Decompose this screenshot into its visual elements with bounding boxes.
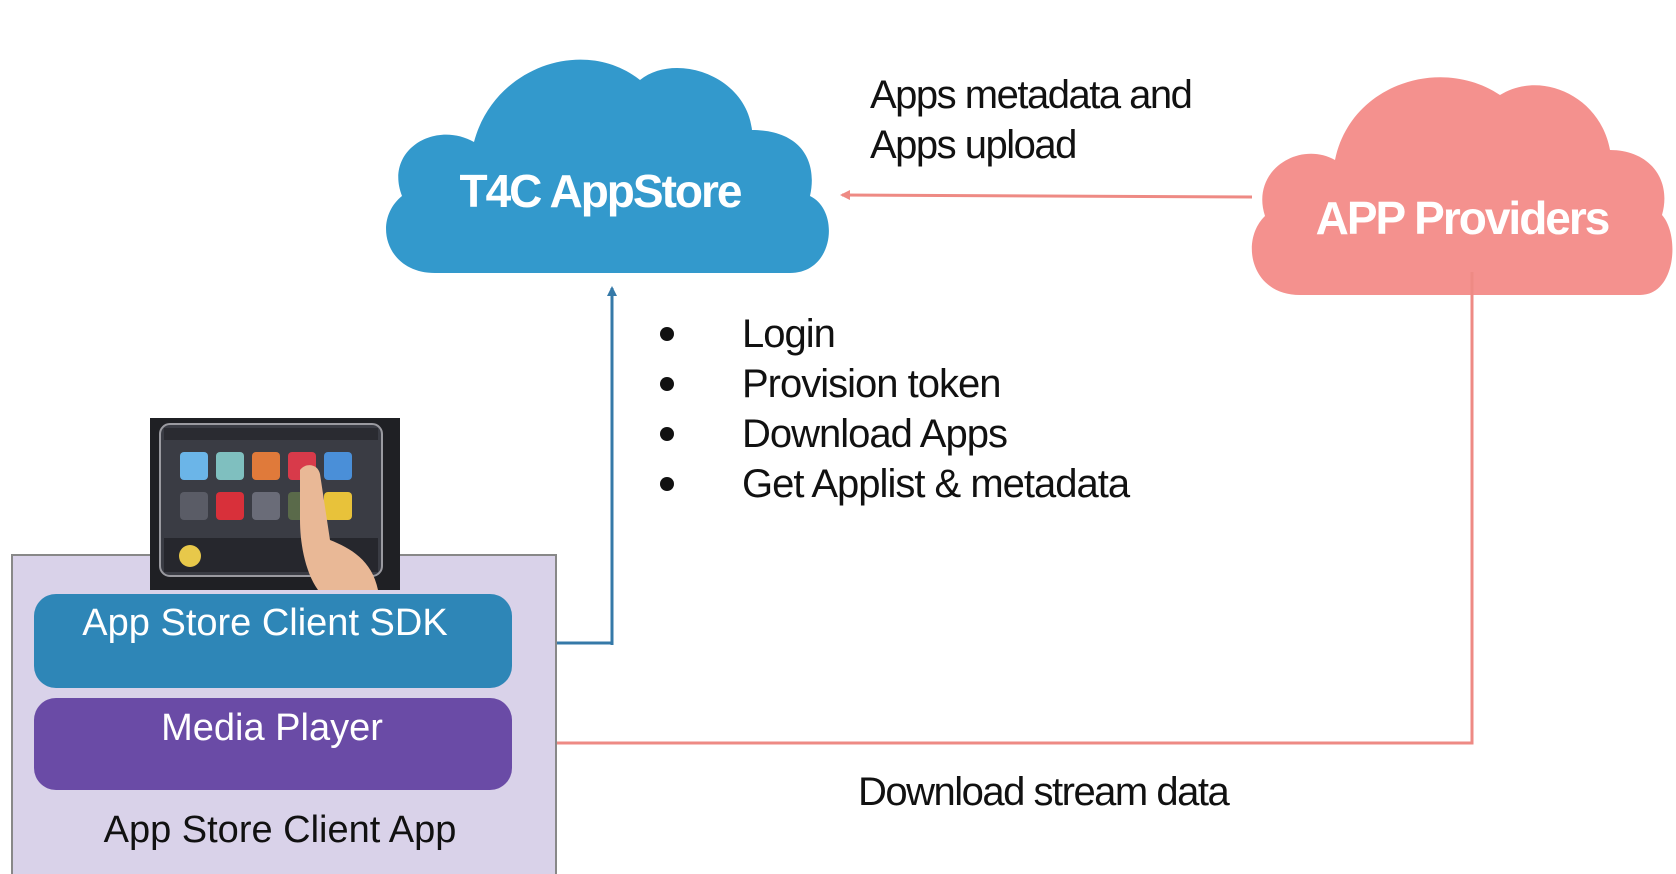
arrow-providers-to-media-player — [523, 272, 1474, 748]
list-item: Get Applist & metadata — [660, 462, 1132, 506]
touchscreen-device-photo — [150, 418, 400, 590]
bullet-icon — [660, 327, 674, 341]
app-tile-icon — [216, 492, 244, 520]
appstore-cloud: T4C AppStore — [386, 59, 829, 273]
list-item-label: Download Apps — [742, 412, 1007, 456]
sdk-box: App Store Client SDK — [34, 594, 512, 688]
app-tile-icon — [252, 452, 280, 480]
client-app-label: App Store Client App — [104, 809, 457, 851]
sdk-operations-list: Login Provision token Download Apps Get … — [660, 312, 1132, 506]
bullet-icon — [660, 427, 674, 441]
media-player-label: Media Player — [161, 707, 383, 749]
download-stream-label: Download stream data — [858, 770, 1230, 814]
providers-cloud: APP Providers — [1251, 77, 1673, 296]
bullet-icon — [660, 377, 674, 391]
appstore-label: T4C AppStore — [460, 165, 742, 217]
upload-label-line-1: Apps metadata and — [870, 73, 1191, 117]
app-tile-icon — [180, 492, 208, 520]
app-tile-icon — [180, 452, 208, 480]
media-player-box: Media Player — [34, 698, 512, 790]
finger-icon — [300, 465, 378, 590]
device-status-bar — [164, 428, 378, 440]
providers-cloud-shape — [1251, 77, 1673, 296]
list-item: Download Apps — [660, 412, 1008, 456]
app-tile-icon — [324, 452, 352, 480]
appstore-cloud-shape — [386, 59, 829, 273]
app-tile-icon — [252, 492, 280, 520]
list-item: Provision token — [660, 362, 1001, 406]
upload-label-line-2: Apps upload — [870, 123, 1076, 167]
media-player-box-shape — [34, 698, 512, 790]
dock-app-icon — [179, 545, 201, 567]
sdk-box-shape — [34, 594, 512, 688]
arrow-providers-to-appstore — [840, 190, 1253, 201]
list-item-label: Provision token — [742, 362, 1000, 406]
app-tile-icon — [216, 452, 244, 480]
list-item-label: Login — [742, 312, 835, 356]
bullet-icon — [660, 477, 674, 491]
app-tile-icon — [324, 492, 352, 520]
sdk-label: App Store Client SDK — [82, 602, 447, 644]
list-item-label: Get Applist & metadata — [742, 462, 1131, 506]
list-item: Login — [660, 312, 836, 356]
providers-label: APP Providers — [1316, 192, 1609, 244]
